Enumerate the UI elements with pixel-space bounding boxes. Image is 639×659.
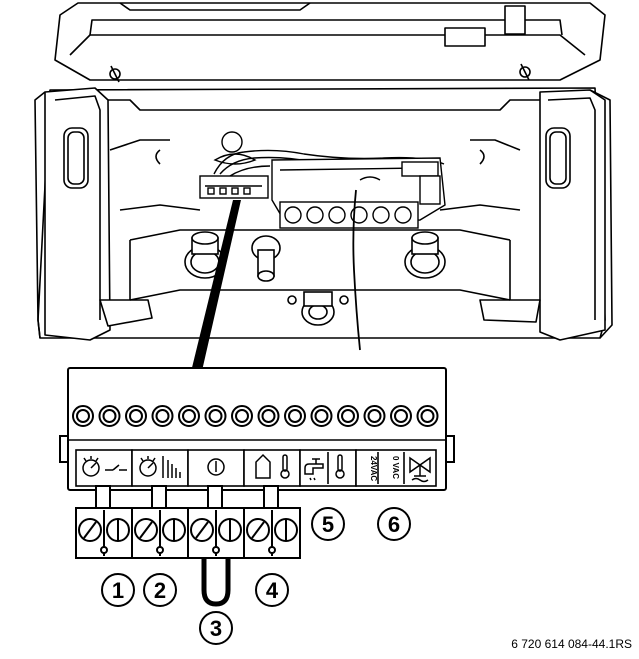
callout-5: 5 (322, 512, 334, 537)
on-off-switch-icon (207, 458, 225, 476)
callouts (101, 507, 411, 645)
callout-circle-1 (101, 573, 135, 607)
control-wiring (199, 131, 446, 351)
callout-circle-5 (311, 507, 345, 541)
hot-water-tap-sensor-icon (304, 454, 345, 481)
outdoor-sensor-icon (139, 456, 181, 478)
callout-circle-2 (143, 573, 177, 607)
callout-6: 6 (388, 512, 400, 537)
terminal-screw-row (72, 405, 439, 427)
label-24vac: 24VAC (369, 456, 378, 481)
leader-line (188, 200, 241, 384)
callout-2: 2 (154, 578, 166, 603)
motorized-valve-icon (409, 456, 431, 483)
callout-3: 3 (210, 616, 222, 641)
callout-circle-6 (377, 507, 411, 541)
plug-connectors (75, 485, 301, 559)
callout-circle-3 (199, 611, 233, 645)
room-thermostat-switch-icon (82, 456, 127, 477)
callout-1: 1 (112, 578, 124, 603)
label-0vac: 0 VAC (391, 456, 400, 479)
jumper-wire (201, 558, 231, 607)
figure-reference-code: 6 720 614 084-44.1RS (511, 637, 632, 651)
callout-circle-4 (255, 573, 289, 607)
pipe-connections (184, 231, 446, 326)
callout-4: 4 (266, 578, 279, 603)
storage-tank-thermostat-icon (255, 453, 290, 479)
